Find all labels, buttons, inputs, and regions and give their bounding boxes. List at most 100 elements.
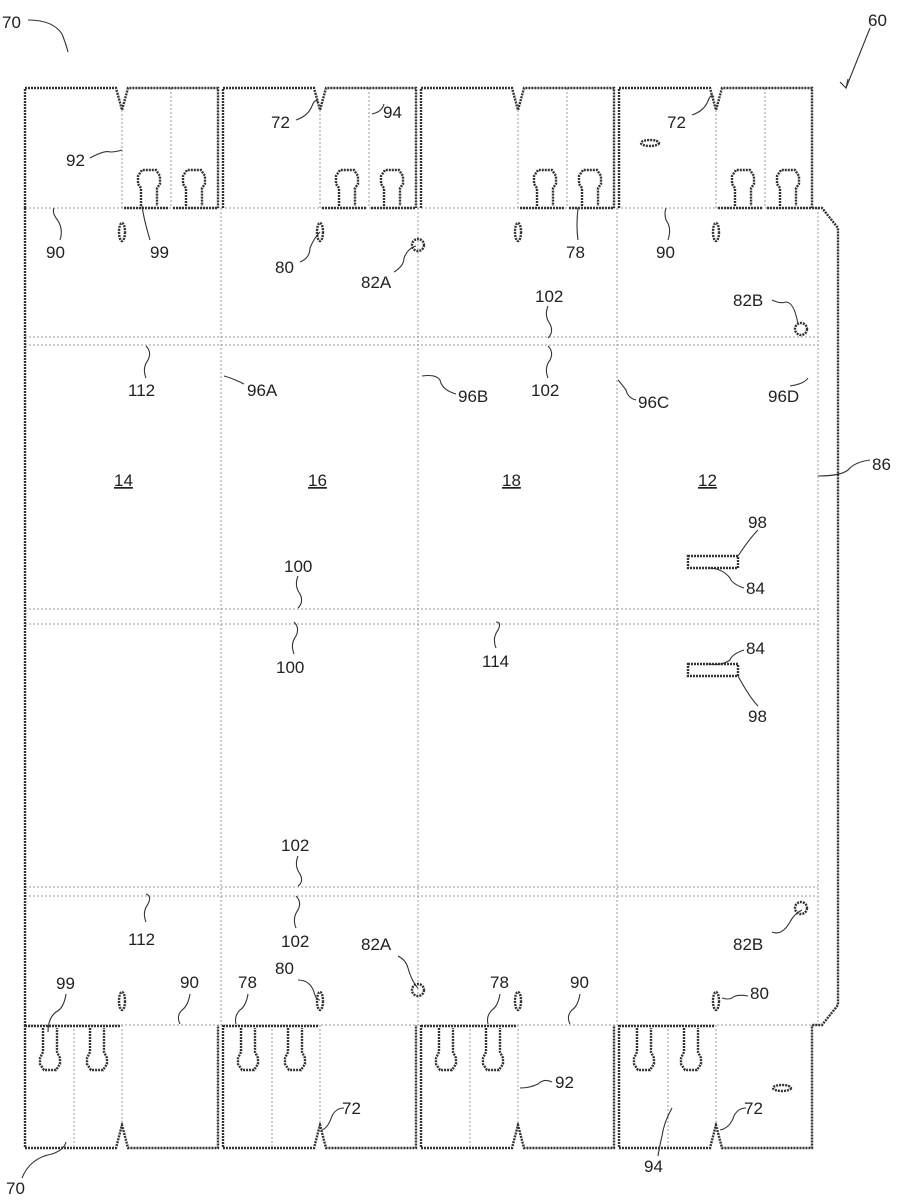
- label: 80: [275, 258, 294, 277]
- panel-number: 14: [114, 471, 133, 490]
- bottom-flap-fold: [271, 1025, 321, 1148]
- label: 84: [746, 639, 765, 658]
- top-flap: [221, 86, 418, 208]
- label: 82A: [361, 273, 392, 292]
- slot-80: [513, 221, 523, 243]
- locking-tab-99: [236, 1028, 260, 1072]
- label: 99: [150, 243, 169, 262]
- label: 86: [872, 455, 891, 474]
- label: 92: [555, 1073, 574, 1092]
- locking-tab-99: [481, 1028, 505, 1072]
- locking-tab-99: [379, 168, 405, 206]
- top-flap-fold: [715, 88, 766, 208]
- label: 70: [2, 13, 21, 32]
- label: 102: [281, 836, 309, 855]
- bottom-flap: [419, 1025, 616, 1150]
- slot-80: [117, 221, 127, 243]
- label: 84: [746, 579, 765, 598]
- locking-tab-99: [632, 1028, 656, 1072]
- locking-tab-99: [532, 168, 558, 206]
- handle-slot-98: [686, 554, 740, 570]
- label: 96B: [458, 387, 488, 406]
- panel-number: 18: [502, 471, 521, 490]
- label: 99: [56, 974, 75, 993]
- hole-82B: [793, 900, 809, 916]
- panel-number: 16: [308, 471, 327, 490]
- label: 82A: [361, 935, 392, 954]
- label: 90: [570, 973, 589, 992]
- locking-tab-99: [775, 168, 801, 206]
- label: 100: [284, 557, 312, 576]
- label: 96A: [247, 381, 278, 400]
- label: 112: [128, 381, 155, 400]
- locking-tab-99: [136, 168, 162, 206]
- top-flap-fold: [319, 88, 370, 208]
- top-flap-fold: [517, 88, 568, 208]
- bottom-flap: [617, 1025, 814, 1150]
- locking-tab-99: [730, 168, 756, 206]
- panel-number: 12: [698, 471, 717, 490]
- label: 96D: [768, 387, 799, 406]
- top-flap: [23, 86, 220, 208]
- top-flap-fold: [121, 88, 172, 208]
- hole-82B: [793, 321, 809, 337]
- label: 98: [748, 707, 767, 726]
- label: 98: [748, 513, 767, 532]
- label: 90: [46, 243, 65, 262]
- label: 72: [342, 1099, 361, 1118]
- locking-tab-99: [181, 168, 207, 206]
- bottom-flap-fold: [73, 1025, 123, 1148]
- label: 102: [531, 381, 559, 400]
- bottom-flap-fold: [667, 1025, 717, 1148]
- label: 102: [535, 287, 563, 306]
- label: 80: [750, 984, 769, 1003]
- blank-outline: [23, 86, 840, 1150]
- label: 72: [271, 113, 290, 132]
- label: 82B: [733, 935, 763, 954]
- bottom-flap: [23, 1025, 220, 1150]
- bottom-flap-fold: [469, 1025, 519, 1148]
- vent-slot: [639, 138, 661, 148]
- locking-tab-99: [679, 1028, 703, 1072]
- label: 72: [667, 113, 686, 132]
- hole-82A: [410, 982, 426, 998]
- locking-tab-99: [334, 168, 360, 206]
- label: 78: [490, 973, 509, 992]
- slot-80: [711, 221, 721, 243]
- label: 60: [868, 11, 887, 30]
- slot-80: [513, 990, 523, 1012]
- reference-labels: 60 70 92 99 90 72 94 80 82A 78 90 72 102…: [2, 11, 891, 1198]
- leader-lines: [21, 19, 871, 1179]
- label: 90: [656, 243, 675, 262]
- locking-tab-99: [577, 168, 603, 206]
- label: 112: [128, 930, 155, 949]
- bottom-flap: [221, 1025, 418, 1150]
- label: 70: [6, 1179, 25, 1198]
- label: 92: [66, 151, 85, 170]
- locking-tab-99: [38, 1028, 62, 1072]
- label: 78: [566, 243, 585, 262]
- vent-slot: [771, 1083, 793, 1093]
- label: 114: [482, 652, 509, 671]
- locking-tab-99: [434, 1028, 458, 1072]
- slot-80: [315, 221, 325, 243]
- panel-numbers: 14 16 18 12: [114, 471, 717, 490]
- slot-80: [117, 990, 127, 1012]
- locking-tab-99: [85, 1028, 109, 1072]
- label: 100: [276, 658, 304, 677]
- label: 96C: [638, 393, 669, 412]
- top-flap: [419, 86, 616, 208]
- locking-tab-99: [283, 1028, 307, 1072]
- label: 80: [275, 959, 294, 978]
- label: 94: [383, 103, 402, 122]
- handle-slot-98: [686, 662, 740, 678]
- label: 78: [238, 973, 257, 992]
- label: 82B: [733, 291, 763, 310]
- top-flap: [617, 86, 814, 208]
- label: 94: [644, 1157, 663, 1176]
- hole-82A: [410, 237, 426, 253]
- label: 102: [281, 932, 309, 951]
- label: 90: [180, 973, 199, 992]
